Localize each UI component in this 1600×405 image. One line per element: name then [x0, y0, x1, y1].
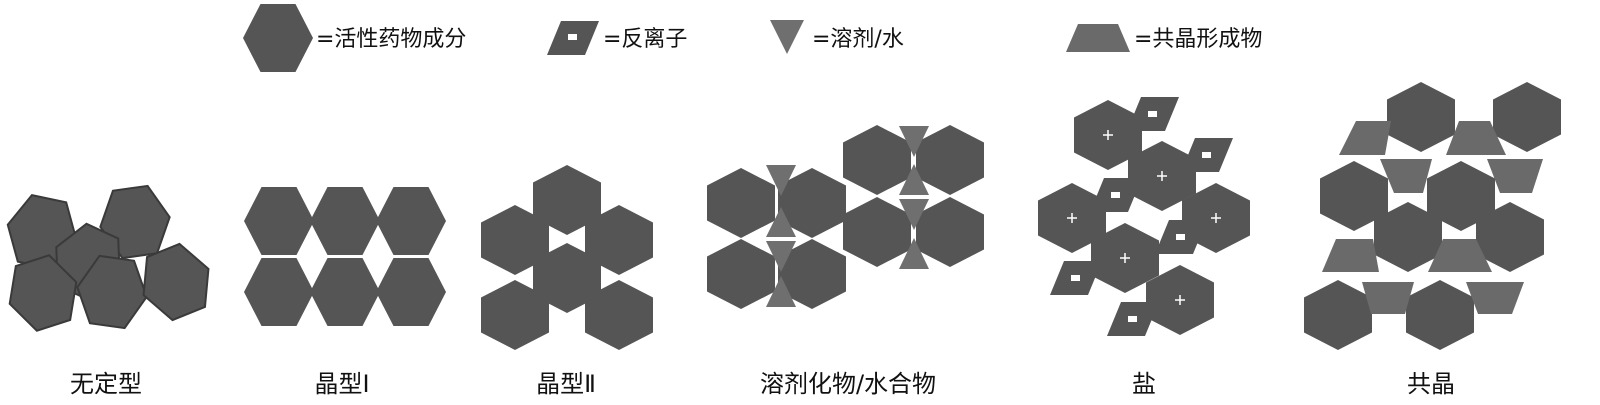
api-hexagon [916, 125, 984, 195]
counterion-marker [568, 34, 577, 40]
coformer-trapezoid-symbol [1066, 24, 1130, 52]
legend-counterion-label: =反离子 [603, 27, 687, 52]
solvent-triangle [766, 241, 796, 272]
api-hexagon [376, 258, 446, 326]
api-hexagon [1406, 280, 1474, 350]
solvent-triangle [899, 126, 929, 157]
legend-coformer-label: =共晶形成物 [1134, 27, 1262, 52]
amorphous-structure [0, 182, 223, 338]
counterion-marker [1128, 316, 1137, 322]
solvent-triangle [766, 207, 796, 237]
api-hexagon [244, 258, 314, 326]
api-hexagon [310, 258, 380, 326]
api-hexagon [376, 187, 446, 255]
cocrystal-structure [1304, 82, 1561, 350]
api-hexagon [1387, 82, 1455, 152]
coformer-trapezoid [1466, 282, 1524, 314]
solvent-triangle-symbol [770, 20, 804, 54]
api-hexagon [310, 187, 380, 255]
solvate-structure [707, 125, 984, 309]
caption-form1: 晶型Ⅰ [314, 370, 369, 398]
caption-cocrystal: 共晶 [1407, 370, 1455, 398]
legend-api-label: =活性药物成分 [316, 27, 466, 52]
legend-api: =活性药物成分 [243, 4, 466, 72]
legend-solvent: =溶剂/水 [770, 20, 904, 54]
solvent-triangle [899, 199, 929, 230]
legend: =活性药物成分 =反离子 =溶剂/水 =共晶形成物 [243, 4, 1262, 72]
counterion-marker [1111, 192, 1120, 198]
solvent-triangle [766, 276, 796, 307]
counterion-marker [1176, 234, 1185, 240]
caption-form2: 晶型Ⅱ [536, 370, 596, 398]
coformer-trapezoid [1339, 121, 1391, 155]
form2-structure [481, 165, 653, 350]
counterion-marker [1071, 275, 1080, 281]
api-hexagon [843, 125, 911, 195]
caption-solvate: 溶剂化物/水合物 [760, 370, 936, 398]
api-hexagon [1304, 280, 1372, 350]
coformer-trapezoid [1487, 159, 1543, 193]
caption-salt: 盐 [1132, 370, 1156, 398]
coformer-trapezoid [1322, 239, 1379, 272]
legend-coformer: =共晶形成物 [1066, 24, 1262, 52]
api-hexagon [916, 197, 984, 267]
legend-solvent-label: =溶剂/水 [812, 27, 904, 52]
caption-amorphous: 无定型 [70, 370, 142, 398]
api-hexagon [843, 197, 911, 267]
solvent-triangle [766, 165, 796, 196]
solvent-triangle [899, 164, 929, 195]
coformer-trapezoid [1446, 121, 1506, 155]
coformer-trapezoid [1428, 239, 1492, 272]
form1-structure [244, 187, 446, 326]
solvent-triangle [899, 238, 929, 269]
legend-counterion: =反离子 [547, 21, 687, 55]
salt-structure [1038, 97, 1250, 336]
captions: 无定型 晶型Ⅰ 晶型Ⅱ 溶剂化物/水合物 盐 共晶 [70, 370, 1455, 398]
api-hexagon [244, 187, 314, 255]
api-hexagon [1493, 82, 1561, 152]
coformer-trapezoid [1362, 282, 1414, 314]
counterion-marker [1148, 111, 1157, 117]
api-hexagon [707, 239, 775, 309]
api-hexagon [707, 168, 775, 238]
coformer-trapezoid [1380, 159, 1432, 193]
api-hexagon-symbol [243, 4, 313, 72]
counterion-marker [1202, 152, 1211, 158]
